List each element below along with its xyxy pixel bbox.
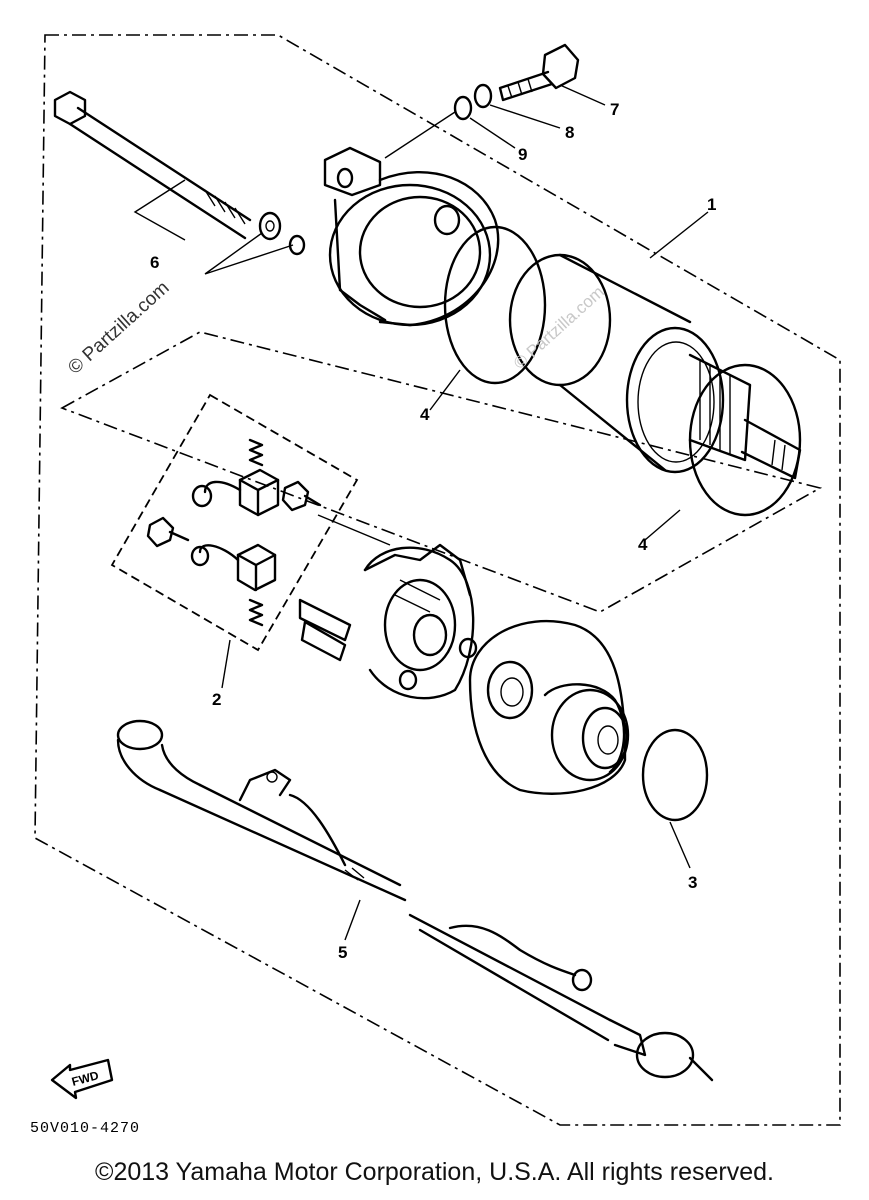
o-ring-3 xyxy=(641,728,709,822)
fwd-label: FWD xyxy=(70,1068,100,1089)
callout-9: 9 xyxy=(518,145,527,164)
leader-4b xyxy=(644,509,681,541)
leader-3 xyxy=(669,821,691,869)
brush-spring-top xyxy=(248,438,264,467)
callout-8: 8 xyxy=(565,123,574,142)
brush-screw-top xyxy=(281,480,322,512)
o-ring-4-bottom xyxy=(688,363,802,517)
callout-7: 7 xyxy=(610,100,619,119)
leader-1 xyxy=(649,211,709,259)
assembly-boundary xyxy=(34,34,841,1126)
leader-5 xyxy=(344,899,361,941)
callout-4-top: 4 xyxy=(420,405,430,424)
leader-4a xyxy=(429,369,461,411)
yoke-armature xyxy=(508,253,802,480)
washer-6a xyxy=(258,211,282,241)
callout-2: 2 xyxy=(212,690,221,709)
leader-2 xyxy=(221,639,231,689)
o-ring-4-top xyxy=(443,225,547,385)
brush-top xyxy=(191,468,280,517)
lead-wire-left xyxy=(116,719,407,902)
through-bolt xyxy=(53,90,252,240)
watermark-secondary: © Partzilla.com xyxy=(510,282,608,373)
callout-3: 3 xyxy=(688,873,697,892)
brush-bottom xyxy=(190,543,277,592)
washer-6b xyxy=(288,234,306,256)
part-code: 50V010-4270 xyxy=(30,1120,140,1137)
brush-spring-bottom xyxy=(248,598,264,627)
brush-screw-bottom xyxy=(146,516,190,548)
front-cover xyxy=(323,111,500,327)
leader-8 xyxy=(489,104,561,129)
brush-leader xyxy=(317,514,391,546)
washer-8 xyxy=(473,83,493,109)
watermark-primary: © Partzilla.com xyxy=(64,277,173,378)
callout-1: 1 xyxy=(707,195,716,214)
leader-9 xyxy=(469,117,516,149)
leader-7 xyxy=(559,84,606,106)
bolt-bracket-6 xyxy=(133,179,294,275)
washer-9 xyxy=(453,95,473,121)
brush-holder xyxy=(298,543,478,700)
callout-5: 5 xyxy=(338,943,347,962)
callout-6: 6 xyxy=(150,253,159,272)
rear-cover xyxy=(468,619,630,795)
bolt-7 xyxy=(498,43,580,102)
fwd-arrow: FWD xyxy=(50,1058,114,1100)
copyright-notice: ©2013 Yamaha Motor Corporation, U.S.A. A… xyxy=(95,1158,774,1186)
brush-set-boundary xyxy=(110,393,359,652)
inner-group-boundary xyxy=(60,331,823,613)
callout-4-bottom: 4 xyxy=(638,535,648,554)
lead-wire-right xyxy=(408,913,714,1082)
